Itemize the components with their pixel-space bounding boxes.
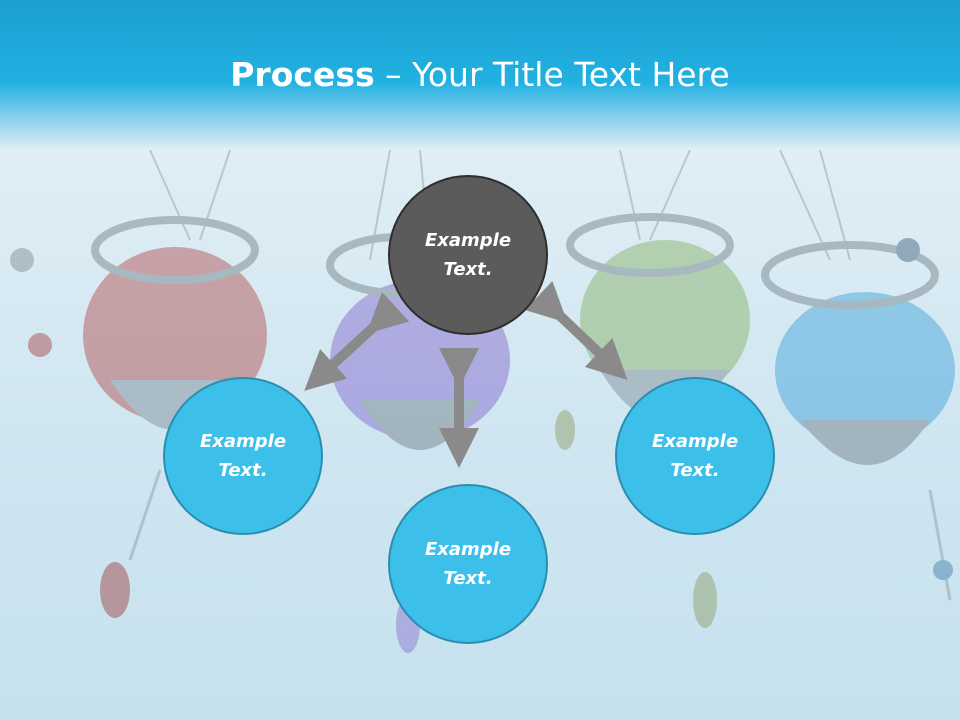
- node-left-line2: Text.: [218, 460, 268, 481]
- node-left-line1: Example: [199, 431, 287, 452]
- double-arrow-icon: [304, 292, 410, 391]
- title-bold: Process: [230, 55, 375, 94]
- node-bottom-line1: Example: [424, 539, 512, 560]
- node-top: Example Text.: [388, 175, 548, 335]
- node-top-line1: Example: [424, 230, 512, 251]
- node-left: Example Text.: [163, 377, 323, 535]
- title-bar: [0, 0, 960, 150]
- double-arrow-icon: [524, 280, 628, 381]
- node-top-line2: Text.: [443, 259, 493, 280]
- node-right-line2: Text.: [670, 460, 720, 481]
- node-bottom-line2: Text.: [443, 568, 493, 589]
- title-rest: – Your Title Text Here: [374, 55, 730, 94]
- slide-title: Process – Your Title Text Here: [0, 52, 960, 98]
- node-bottom: Example Text.: [388, 484, 548, 644]
- node-right-line1: Example: [651, 431, 739, 452]
- node-right: Example Text.: [615, 377, 775, 535]
